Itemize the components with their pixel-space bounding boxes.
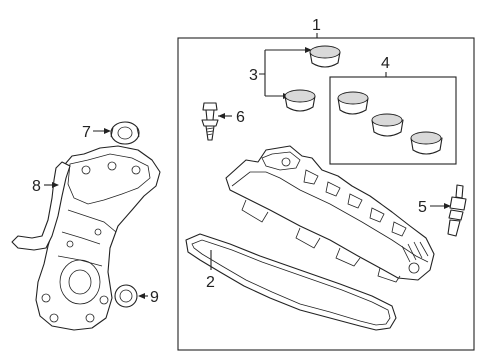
arrow-5	[444, 203, 451, 209]
assembly-frame	[177, 37, 475, 351]
stud-bolt-6	[201, 102, 219, 141]
arrow-3a	[305, 47, 312, 53]
callout-7: 7	[82, 124, 91, 141]
callout-8: 8	[32, 178, 41, 195]
callout-1: 1	[312, 17, 321, 34]
cap-seal-3a	[309, 45, 341, 68]
callout-9: 9	[150, 289, 159, 306]
callout-2: 2	[206, 274, 215, 291]
gasket-2	[185, 233, 397, 331]
arrow-9	[138, 293, 145, 299]
subgroup-frame-4	[329, 76, 457, 165]
pulley-ring-7	[110, 121, 140, 145]
arrow-6	[218, 113, 225, 119]
sensor-5	[447, 184, 467, 237]
cap-seal-4a	[337, 91, 369, 115]
leader-3	[259, 49, 309, 97]
valve-cover	[225, 145, 435, 283]
callout-5: 5	[418, 199, 427, 216]
timing-cover	[35, 145, 161, 331]
oil-seal-9	[114, 284, 138, 308]
arrow-8	[52, 182, 59, 188]
callout-4: 4	[381, 55, 390, 72]
cap-seal-4b	[371, 113, 404, 137]
cap-seal-4c	[410, 131, 443, 155]
arrow-7	[104, 128, 111, 134]
callout-6: 6	[236, 109, 245, 126]
cap-seal-3b	[284, 89, 316, 112]
callout-3: 3	[249, 67, 258, 84]
